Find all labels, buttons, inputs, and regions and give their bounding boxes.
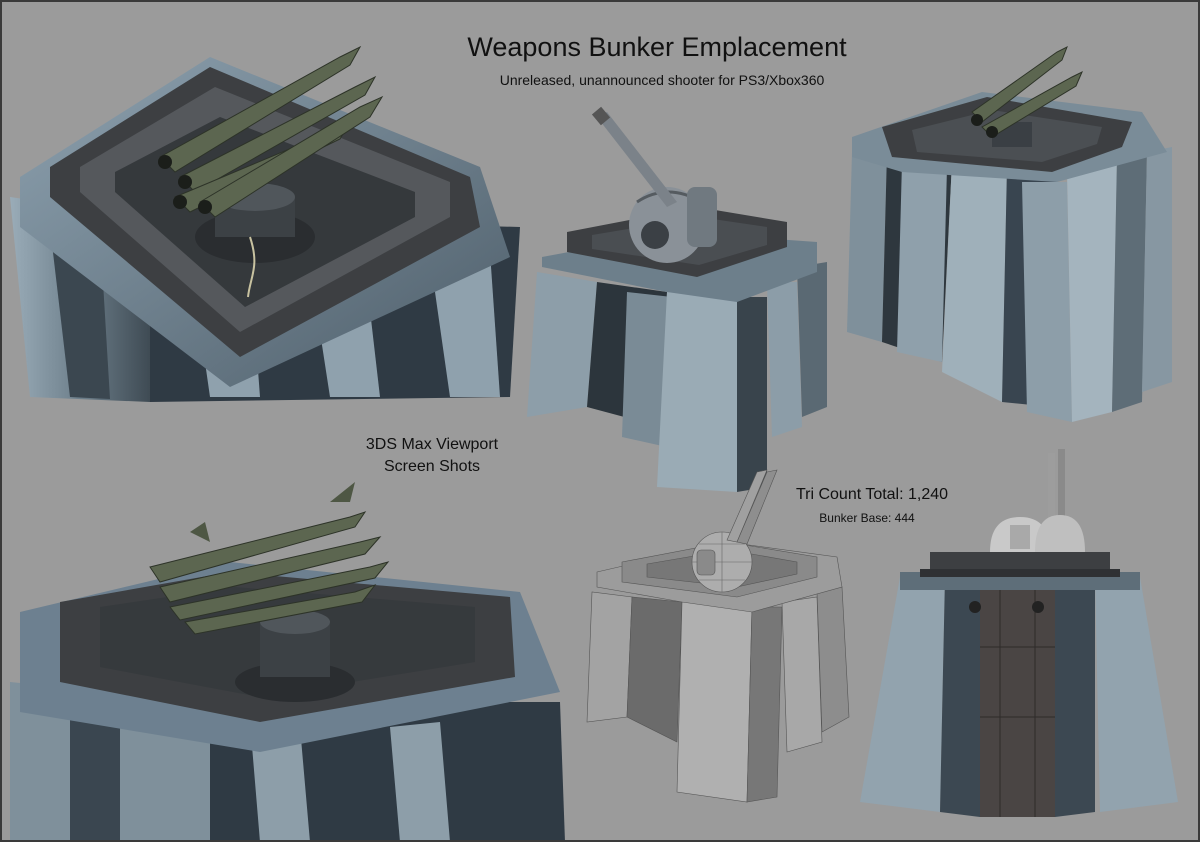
tri-count-total: Tri Count Total: 1,240 <box>795 486 949 503</box>
flak-gun-bunker-textured <box>527 106 827 492</box>
page-title: Weapons Bunker Emplacement <box>467 32 847 62</box>
viewport-caption-line1: 3DS Max Viewport <box>365 436 499 453</box>
twin-cannon-bunker-front <box>860 449 1178 817</box>
missile-launcher-bunker-top-view <box>10 45 520 402</box>
missile-launcher-bunker-angled <box>847 45 1172 422</box>
page-subtitle: Unreleased, unannounced shooter for PS3/… <box>499 72 825 88</box>
viewport-caption: 3DS Max Viewport Screen Shots <box>302 434 562 478</box>
viewport-caption-line2: Screen Shots <box>383 458 481 475</box>
flak-gun-bunker-wireframe-grey <box>586 469 850 803</box>
bunker-base-count: Bunker Base: 444 <box>819 511 915 525</box>
missile-launcher-bunker-closeup <box>10 482 565 840</box>
